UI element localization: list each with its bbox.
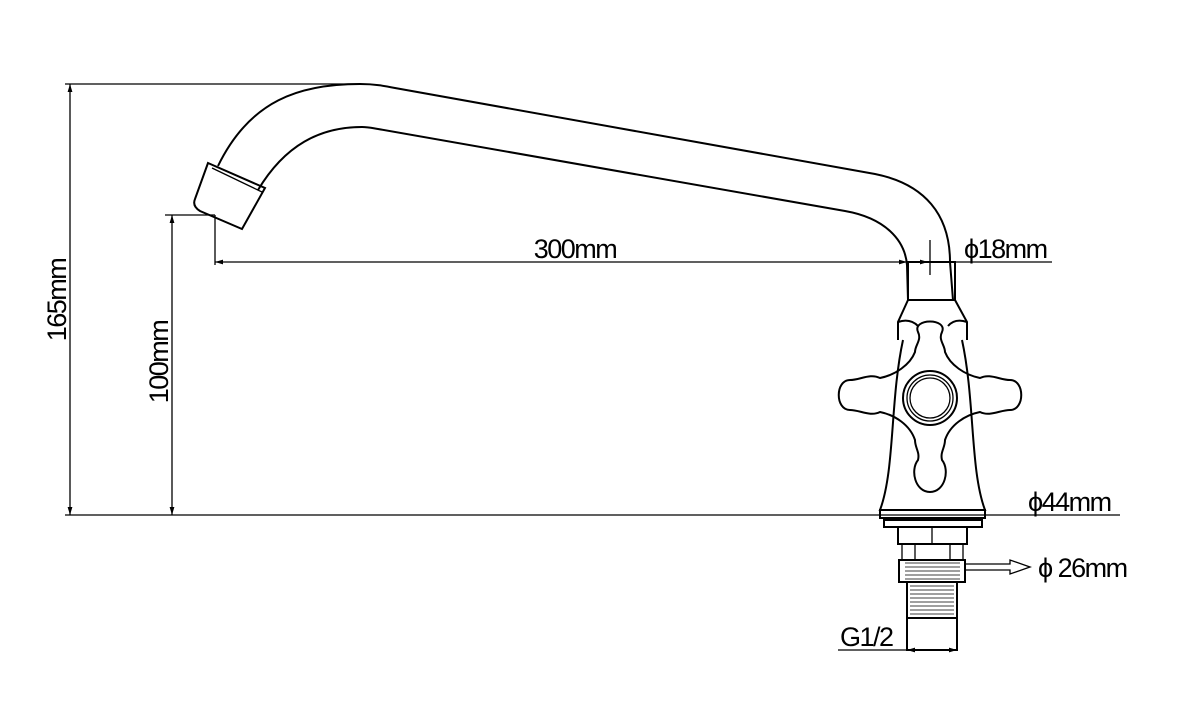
aerator [193,161,267,231]
label-thread: G1/2 [840,622,893,652]
spout [193,82,954,301]
label-reach: 300mm [534,234,617,264]
label-pipe-diameter: ϕ18mm [964,234,1047,264]
label-shank-diameter: ϕ 26mm [1038,553,1127,583]
label-base-diameter: ϕ44mm [1028,487,1111,517]
label-total-height: 165mm [42,259,72,342]
faucet-body [837,261,1023,651]
cross-handle [837,320,1023,494]
dimension-lines [65,83,1120,653]
label-spout-height: 100mm [144,321,174,404]
